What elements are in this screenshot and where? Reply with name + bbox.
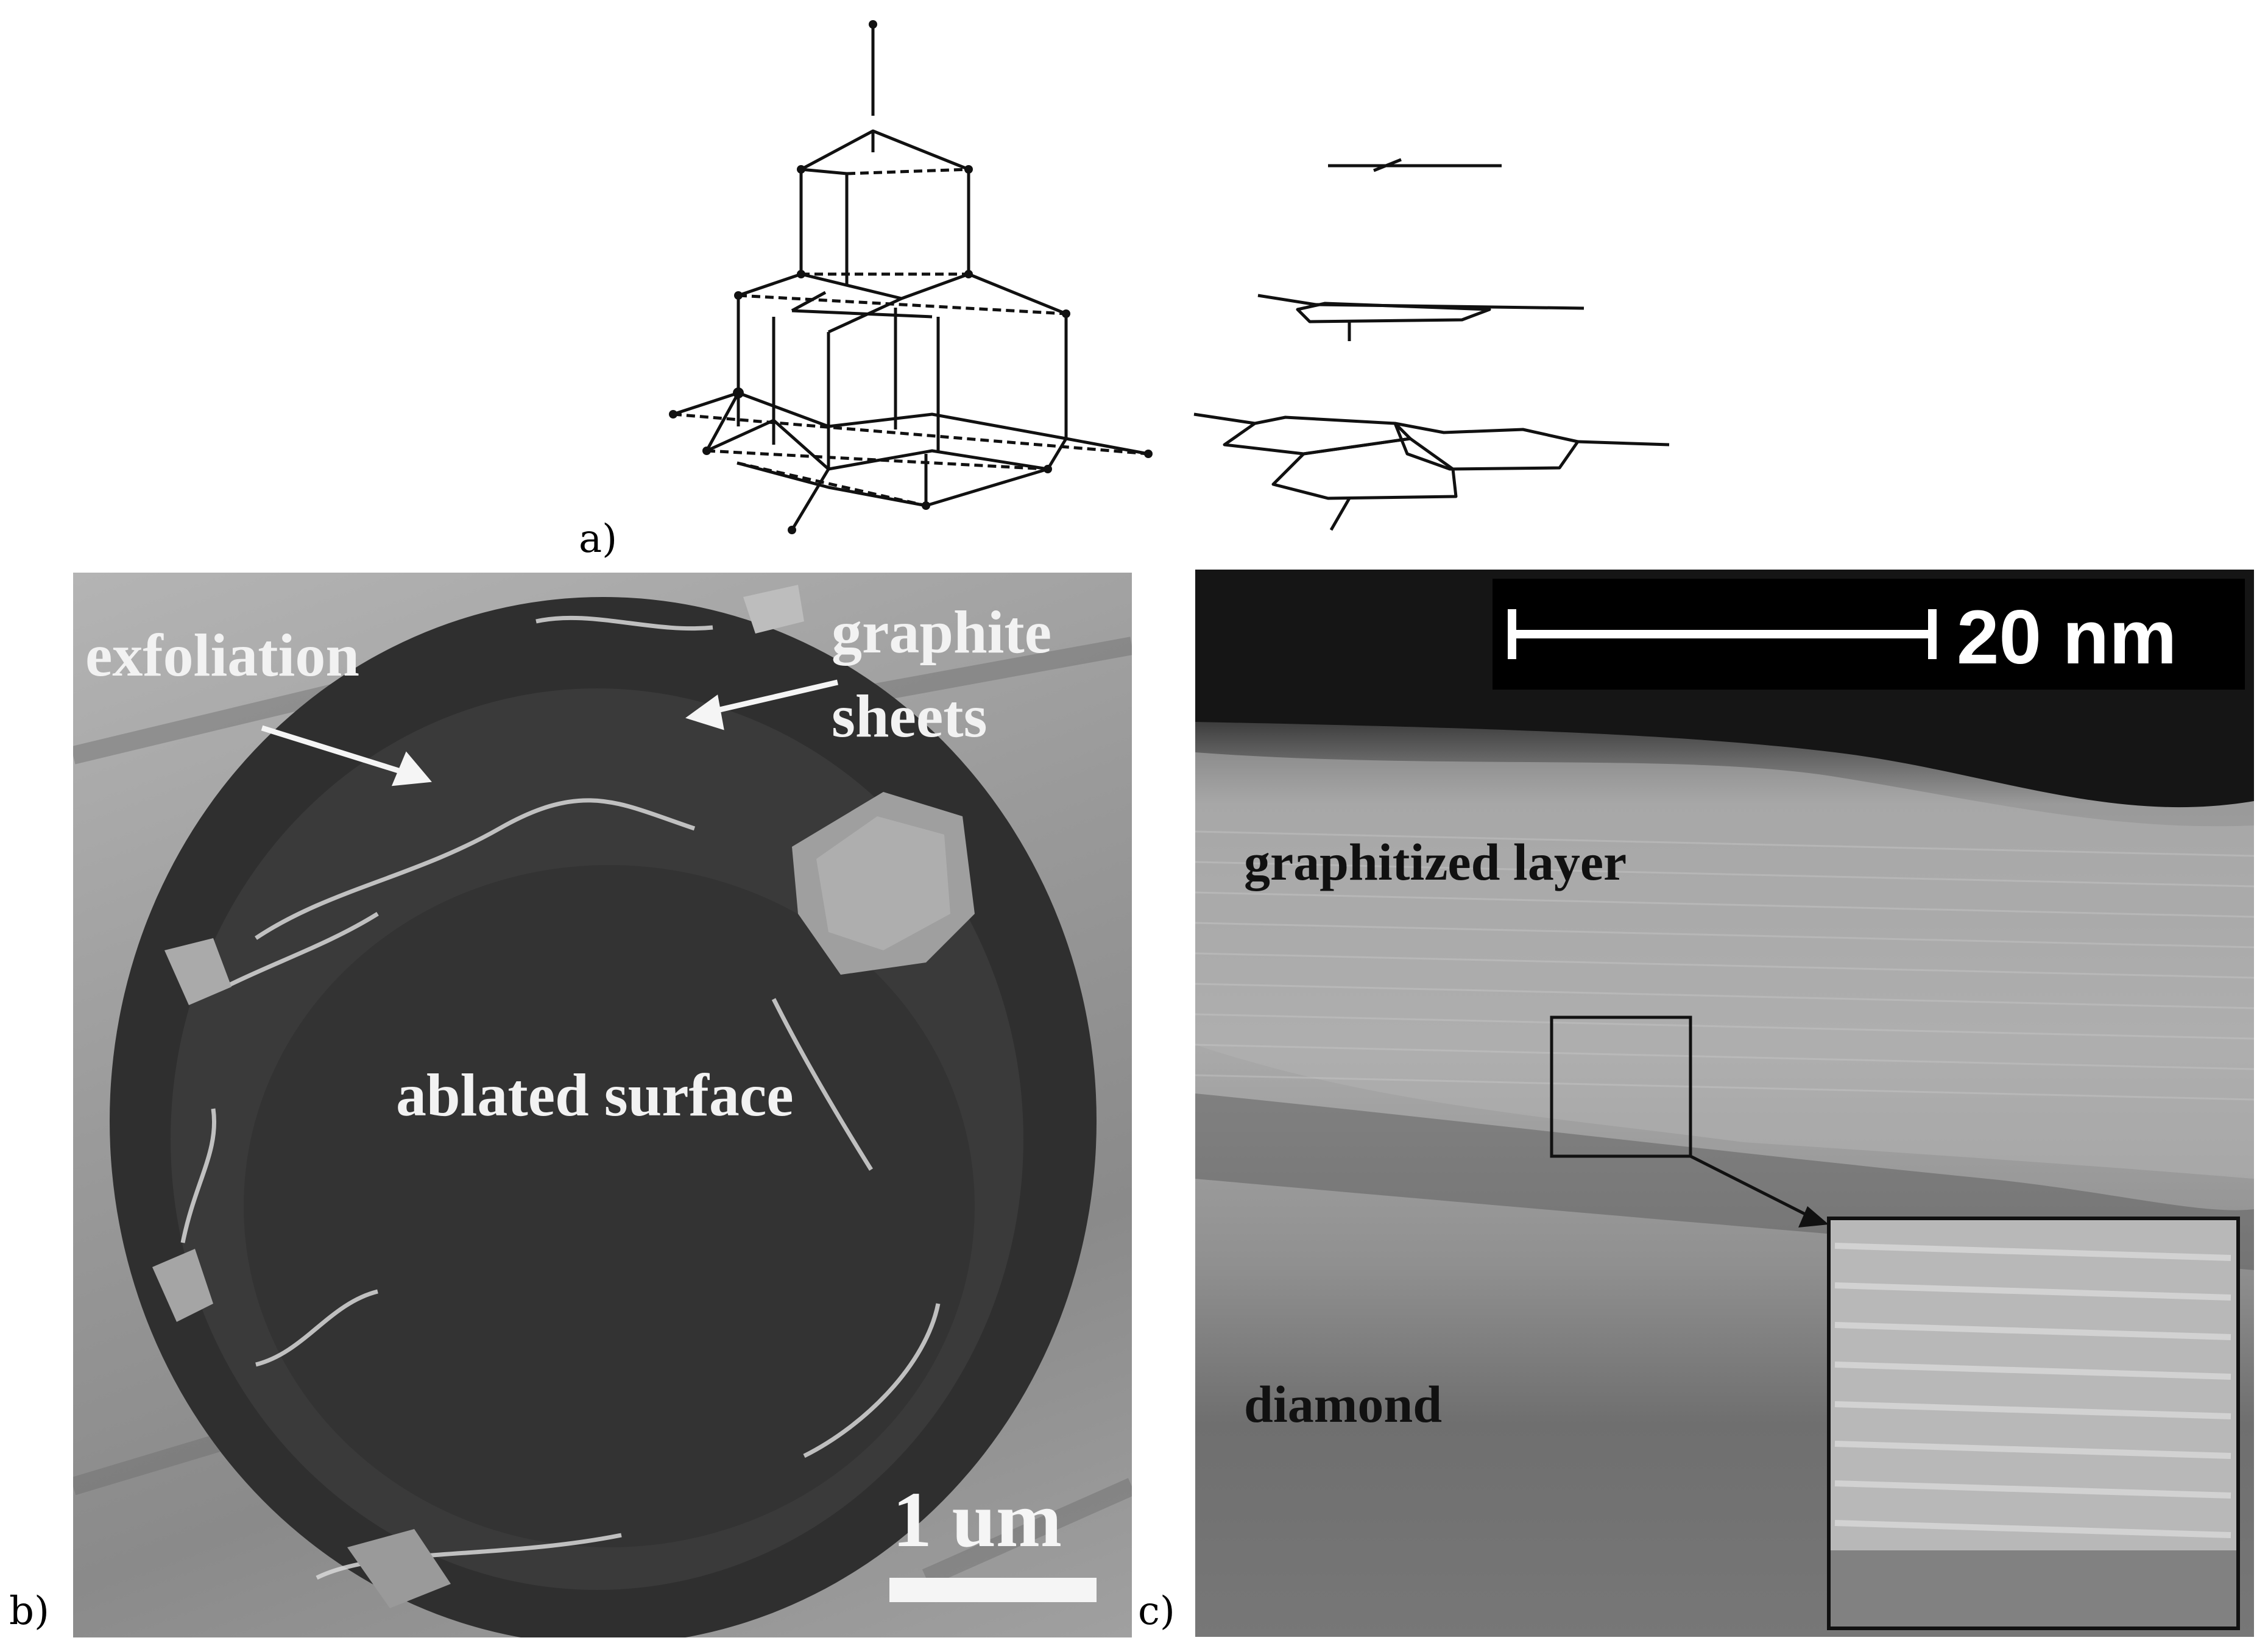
scale-bar-label-20nm: 20 nm (1957, 595, 2177, 680)
graphite-label: graphite (832, 598, 1052, 666)
inset-pointer-arrow (1689, 1154, 1815, 1220)
inset-fringes (1834, 1243, 2231, 1538)
ablated-surface-label: ablated surface (396, 1061, 794, 1129)
sheets-label: sheets (832, 682, 987, 750)
panel-b-arrows (261, 679, 839, 786)
lattice-atoms (669, 20, 1153, 534)
diamond-label: diamond (1244, 1375, 1443, 1433)
panel-a: a) (0, 0, 2268, 567)
exfoliation-label: exfoliation (85, 621, 359, 689)
panel-b-letter: b) (9, 1589, 49, 1634)
graphite-sheets-structure (1193, 158, 1670, 531)
graphitized-layer-label: graphitized layer (1244, 833, 1627, 891)
scale-bar-1um (889, 1578, 1097, 1602)
tem-lattice-texture (1195, 570, 2254, 1630)
scale-bar-label-1um: 1 um (892, 1476, 1062, 1564)
graphite-arrow-head (685, 694, 724, 730)
crystal-structure-drawing (669, 20, 1670, 534)
sem-crater-texture (73, 585, 1132, 1637)
diamond-lattice-structure (673, 24, 1149, 531)
exfoliation-arrow-head (391, 751, 432, 786)
panel-c-letter: c) (1138, 1589, 1175, 1634)
panel-b-sem-image: exfoliation graphite sheets ablated surf… (73, 573, 1132, 1637)
scale-bar-20nm (1508, 609, 1937, 659)
panel-c-tem-image: 20 nm graphitized layer diamond (1195, 570, 2254, 1637)
selection-box (1550, 1016, 1692, 1158)
panel-a-letter: a) (579, 517, 618, 562)
